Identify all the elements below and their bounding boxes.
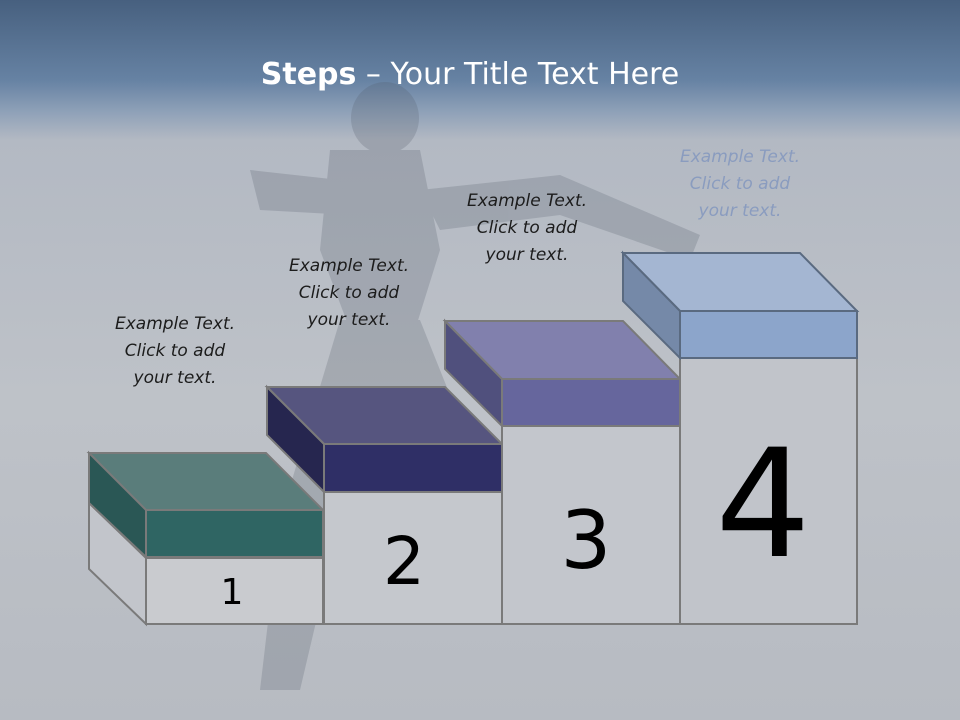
step-2-line-3: your text. — [307, 310, 391, 330]
step-4-pillar-front — [679, 357, 858, 625]
step-3-line-2: Click to add — [476, 218, 578, 238]
step-4-text[interactable]: Example Text. Click to add your text. — [640, 144, 840, 225]
step-1-block[interactable]: 1 — [86, 450, 326, 627]
step-3-line-1: Example Text. — [466, 191, 588, 211]
step-1-slab-front — [145, 509, 324, 558]
step-3-block[interactable]: 3 — [442, 318, 683, 625]
step-2-line-1: Example Text. — [288, 256, 410, 276]
step-2-line-2: Click to add — [298, 283, 400, 303]
step-3-pillar-front — [501, 425, 681, 625]
step-2-text[interactable]: Example Text. Click to add your text. — [249, 253, 449, 334]
step-3-slab-front — [501, 378, 681, 427]
step-1-line-2: Click to add — [124, 341, 226, 361]
step-4-slab-front — [679, 310, 858, 359]
step-4-line-1: Example Text. — [679, 147, 801, 167]
title-rest: – Your Title Text Here — [356, 57, 680, 92]
slide-title[interactable]: Steps – Your Title Text Here — [0, 52, 940, 98]
title-bold: Steps — [260, 57, 357, 92]
step-1-line-3: your text. — [133, 368, 217, 388]
step-2-slab-front — [323, 443, 503, 493]
step-2-block[interactable]: 2 — [264, 384, 505, 625]
step-4-block[interactable]: 4 — [620, 250, 860, 625]
step-2-number: 2 — [383, 523, 425, 600]
step-4-line-2: Click to add — [689, 174, 791, 194]
step-1-text[interactable]: Example Text. Click to add your text. — [75, 311, 275, 392]
step-4-line-3: your text. — [698, 201, 782, 221]
step-4-number: 4 — [715, 418, 810, 592]
step-1-line-1: Example Text. — [114, 314, 236, 334]
step-3-number: 3 — [561, 494, 612, 587]
step-3-line-3: your text. — [485, 245, 569, 265]
step-3-text[interactable]: Example Text. Click to add your text. — [427, 188, 627, 269]
step-1-number: 1 — [221, 572, 244, 613]
